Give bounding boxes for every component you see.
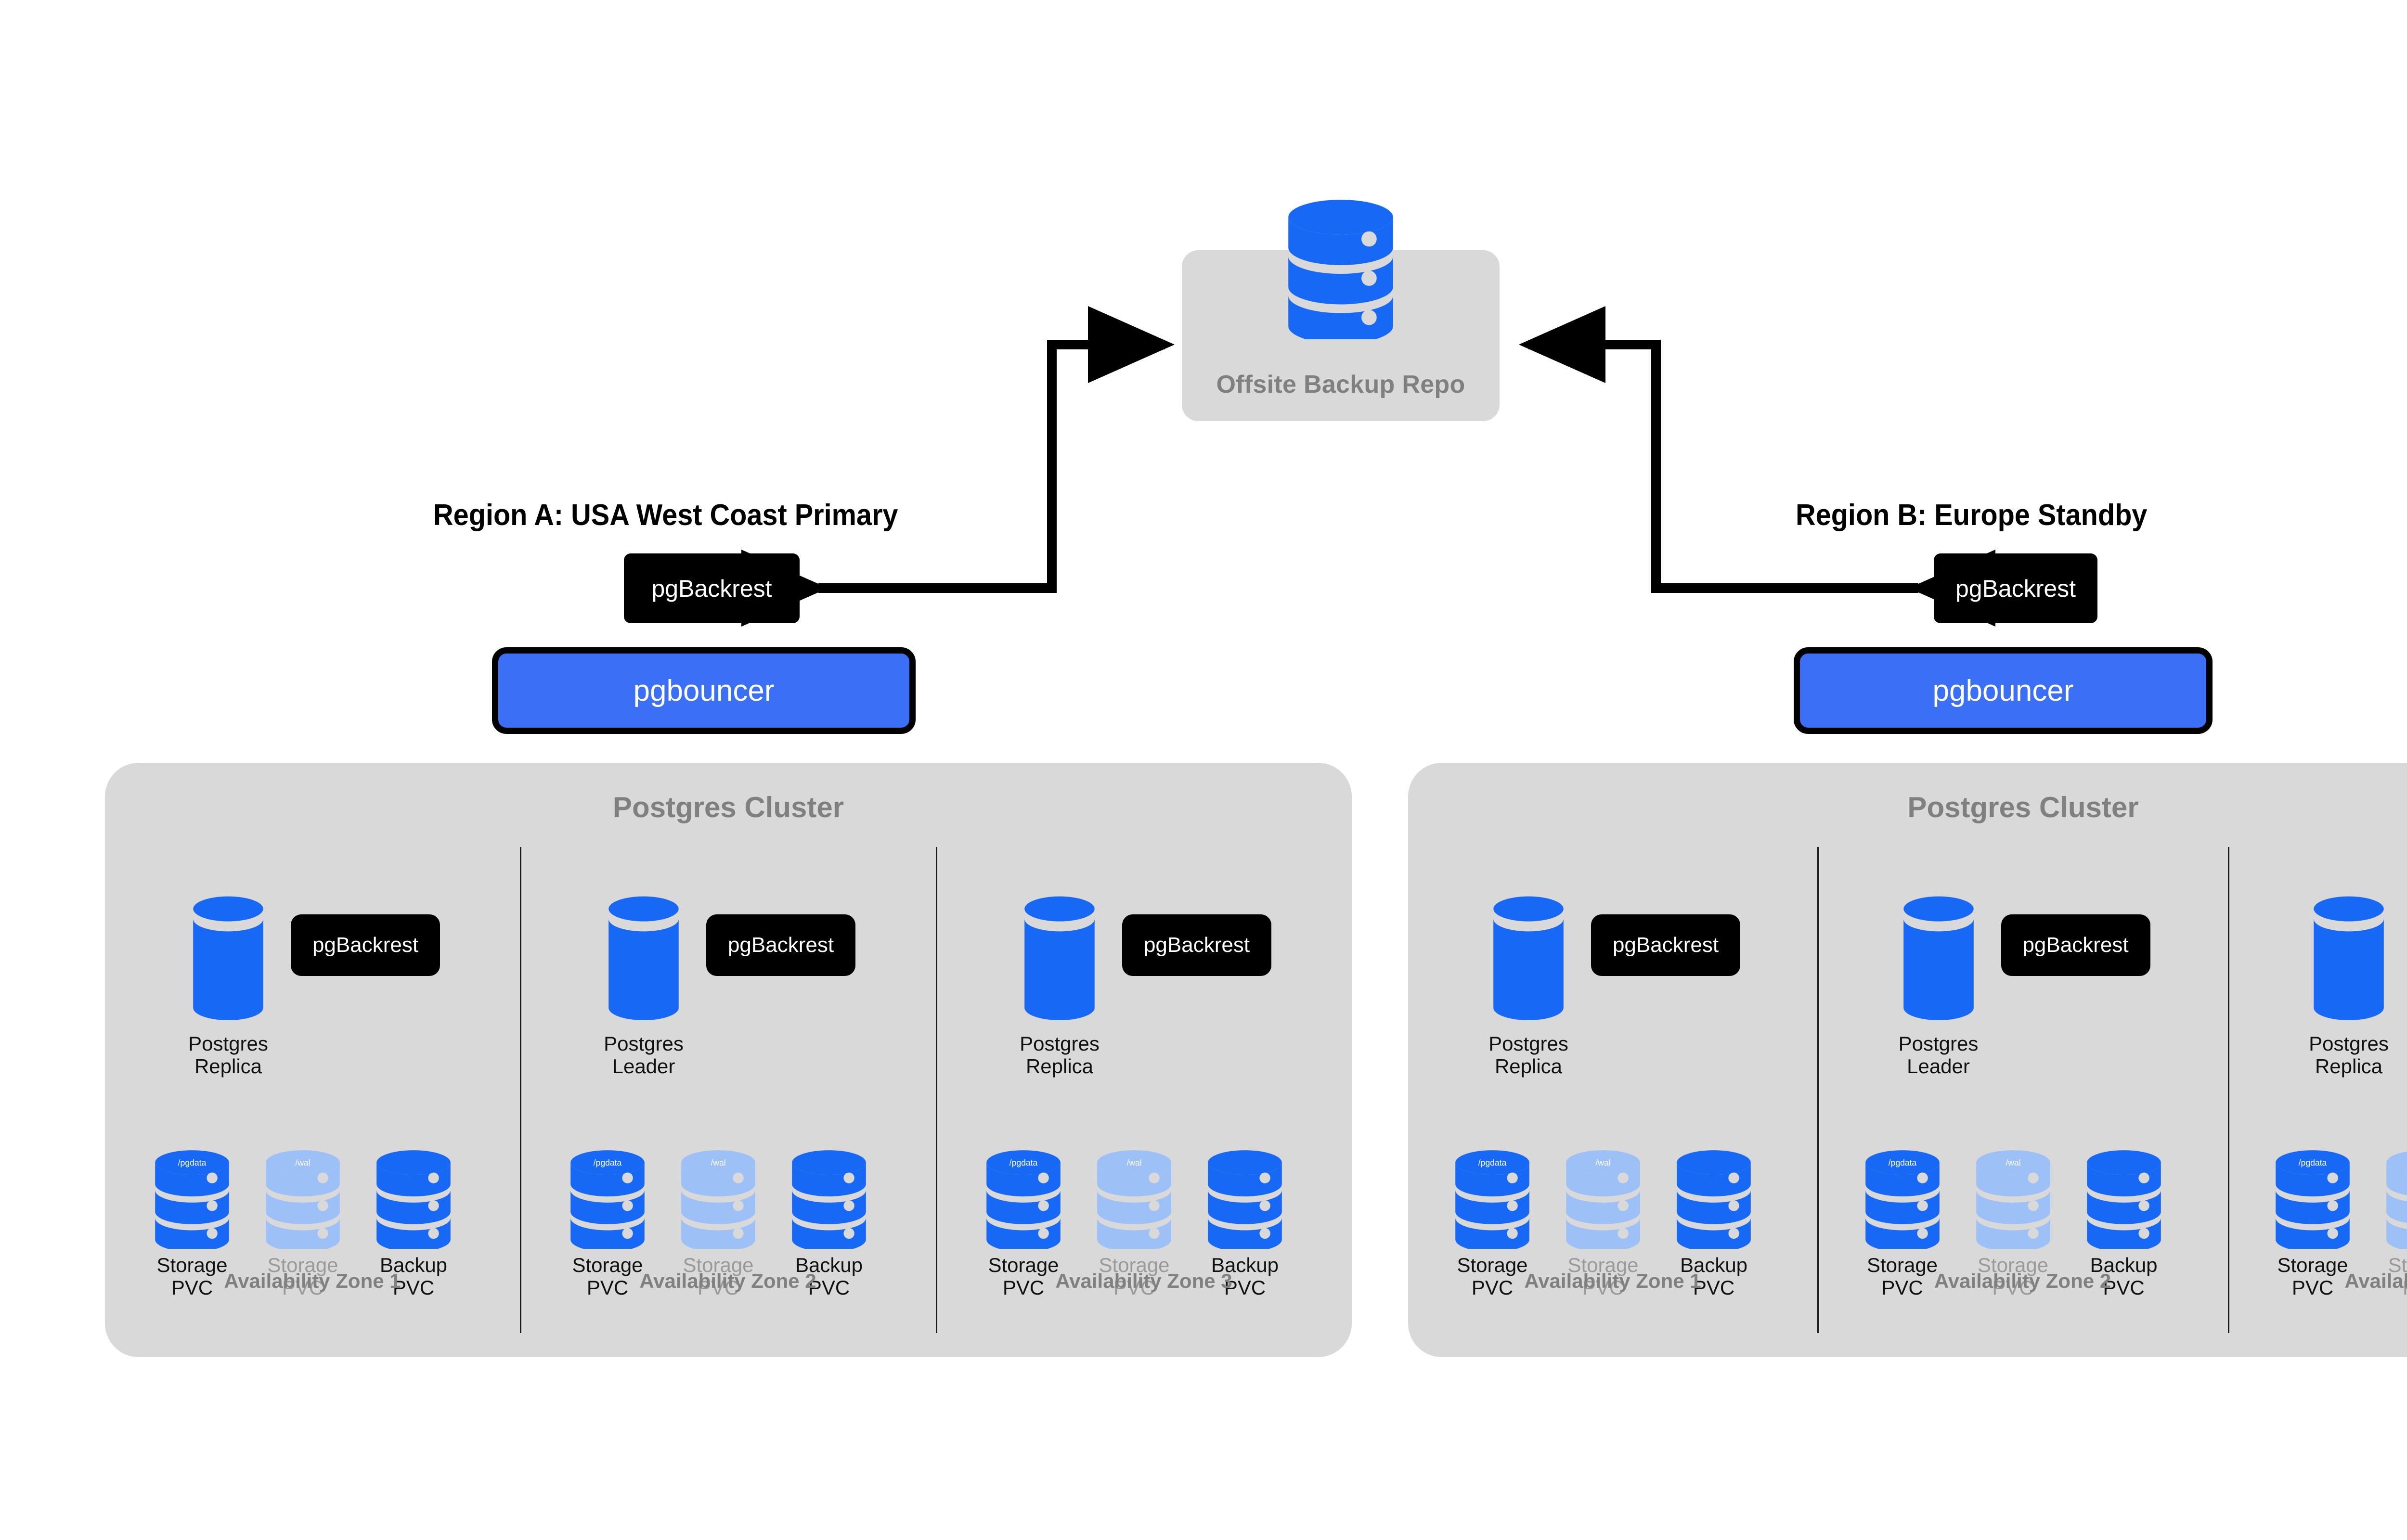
pvc-disk-icon: /wal: [680, 1150, 757, 1252]
svg-text:/pgdata: /pgdata: [1888, 1158, 1916, 1168]
pvc-disk-icon: [1675, 1150, 1752, 1252]
region-a-title: Region A: USA West Coast Primary: [433, 499, 898, 532]
availability-zone-label: Availability Zone 2: [639, 1270, 816, 1292]
pvc-disk-icon: /pgdata: [1454, 1150, 1531, 1252]
svg-text:/pgdata: /pgdata: [2299, 1158, 2327, 1168]
pvc-disk-icon: [2085, 1150, 2162, 1252]
region-b-cluster-title: Postgres Cluster: [1907, 791, 2139, 823]
svg-text:/wal: /wal: [2006, 1158, 2020, 1168]
connector-region-a: [741, 306, 1175, 627]
svg-text:/wal: /wal: [1595, 1158, 1610, 1168]
az-divider: [2228, 847, 2229, 1333]
region-a-cluster-title: Postgres Cluster: [612, 791, 844, 823]
pvc-disk-icon: /wal: [264, 1150, 341, 1252]
postgres-cylinder-icon: [1900, 895, 1977, 1020]
pvc-disk-icon: [790, 1150, 867, 1252]
pgbackrest-sidecar-box[interactable]: pgBackrest: [1122, 914, 1271, 976]
availability-zone-label: Availability Zone 3: [1055, 1270, 1232, 1292]
pgbackrest-sidecar-box[interactable]: pgBackrest: [706, 914, 855, 976]
offsite-backup-repo-label: Offsite Backup Repo: [1216, 371, 1465, 398]
pvc-disk-icon: /pgdata: [569, 1150, 646, 1252]
availability-zone-label: Availability Zone 1: [1524, 1270, 1701, 1292]
offsite-backup-repo-disk-icon: [1285, 200, 1396, 344]
pvc-disk-icon: /wal: [2385, 1150, 2407, 1251]
region-a-pgbackrest-box[interactable]: pgBackrest: [624, 553, 800, 623]
pgbackrest-sidecar-box[interactable]: pgBackrest: [1591, 914, 1740, 976]
svg-text:/wal: /wal: [295, 1158, 310, 1168]
region-b-pgbouncer-box[interactable]: pgbouncer: [1794, 647, 2213, 734]
svg-text:/pgdata: /pgdata: [1478, 1158, 1507, 1168]
svg-text:/wal: /wal: [711, 1158, 725, 1168]
pvc-disk-icon: /wal: [1975, 1150, 2052, 1252]
postgres-cylinder-icon: [605, 895, 682, 1020]
availability-zone-label: Availability Zone 2: [1934, 1270, 2111, 1292]
availability-zone-label: Availability Zone 1: [224, 1270, 401, 1292]
pvc-disk-icon: /wal: [1565, 1150, 1642, 1252]
pgbackrest-sidecar-box[interactable]: pgBackrest: [291, 914, 440, 976]
pvc-disk-icon: /pgdata: [985, 1150, 1062, 1252]
connector-region-b: [1519, 306, 1995, 627]
postgres-cylinder-icon: [2310, 895, 2387, 1020]
svg-text:/pgdata: /pgdata: [1009, 1158, 1038, 1168]
region-b-pgbackrest-box[interactable]: pgBackrest: [1934, 553, 2097, 623]
pvc-disk-icon: /pgdata: [2274, 1150, 2351, 1252]
postgres-cylinder-icon: [190, 895, 267, 1020]
pvc-disk-icon: /wal: [1096, 1150, 1173, 1252]
az-divider: [520, 847, 521, 1333]
pvc-disk-icon: /pgdata: [154, 1150, 231, 1252]
az-divider: [936, 847, 937, 1333]
pvc-disk-icon: /pgdata: [1864, 1150, 1941, 1252]
pgbackrest-sidecar-box[interactable]: pgBackrest: [2001, 914, 2150, 976]
az-divider: [1817, 847, 1819, 1333]
region-a-pgbouncer-box[interactable]: pgbouncer: [492, 647, 916, 734]
postgres-cylinder-icon: [1021, 895, 1098, 1020]
svg-text:/wal: /wal: [1126, 1158, 1141, 1168]
svg-text:/pgdata: /pgdata: [594, 1158, 622, 1168]
svg-text:/pgdata: /pgdata: [178, 1158, 207, 1168]
postgres-cylinder-icon: [1490, 895, 1567, 1020]
region-b-title: Region B: Europe Standby: [1796, 499, 2148, 532]
pvc-disk-icon: [1206, 1150, 1283, 1252]
availability-zone-label: Availability Zone 3: [2344, 1270, 2407, 1292]
pvc-disk-icon: [375, 1150, 452, 1252]
